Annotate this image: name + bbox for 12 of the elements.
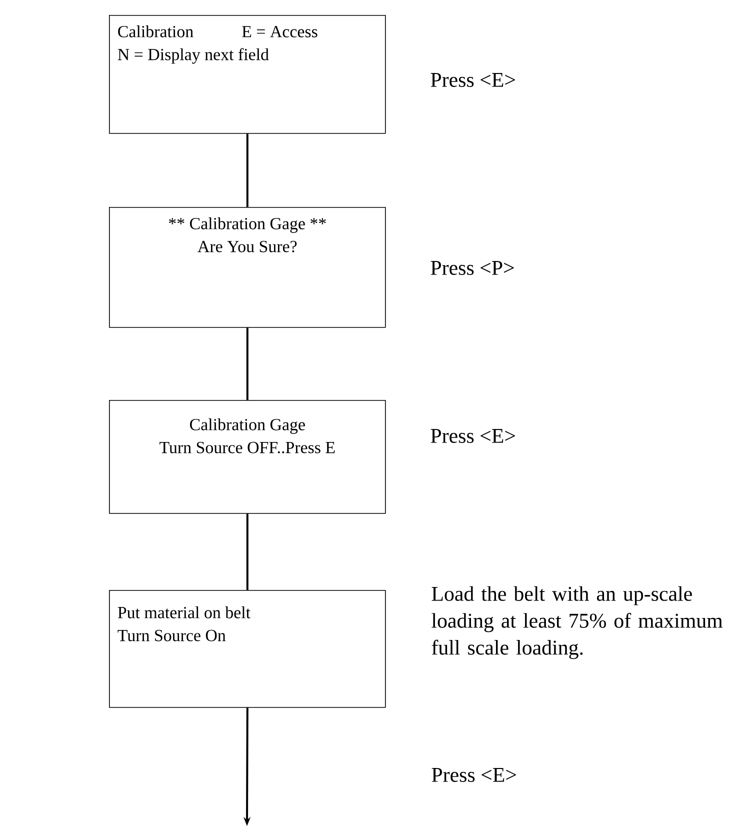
instruction-text: Press <P> [430,261,514,275]
instruction-text: Press <E> [430,73,515,87]
connector-line [246,514,248,590]
process-box: Put material on belt Turn Source On [109,590,386,708]
process-box: Calibration Gage Turn Source OFF..Press E [109,400,386,514]
process-box: ** Calibration Gage ** Are You Sure? [109,207,386,328]
connector-line [246,328,248,400]
process-box: Calibration E = Access N = Display next field [109,15,386,134]
instruction-text: Press <E> [432,768,516,782]
instruction-text: Load the belt with an up-scale loading at least 75% of maximum full scale loading. [432,586,723,660]
connector-line [246,134,248,207]
instruction-text: Press <E> [430,429,515,443]
